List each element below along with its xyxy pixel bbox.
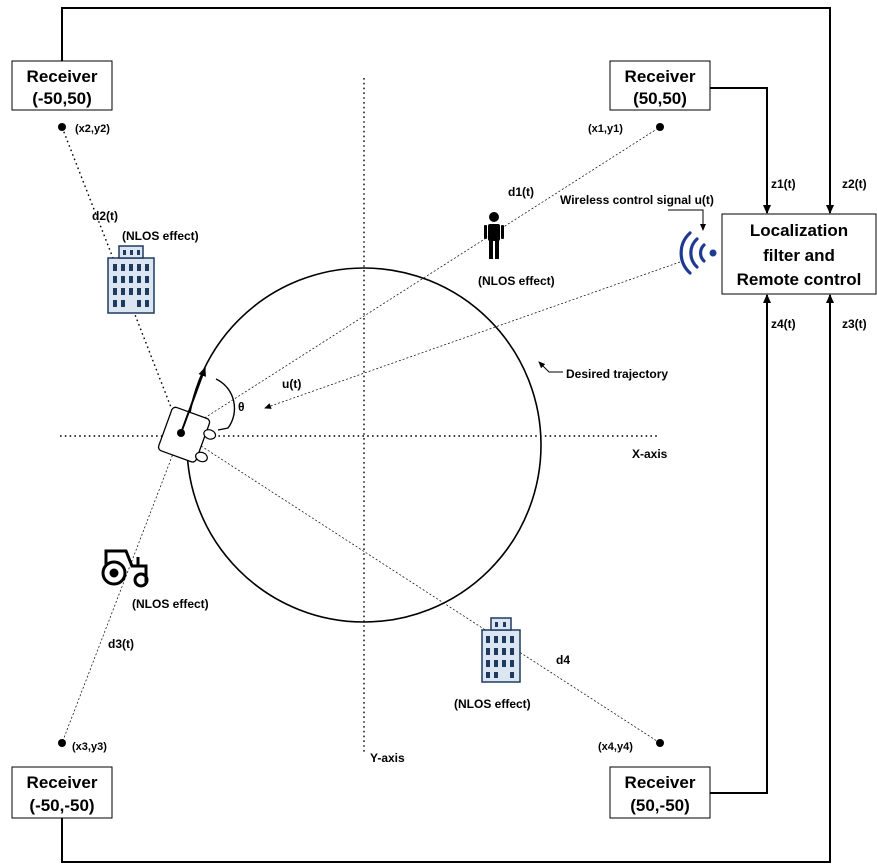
point-label-x3y3: (x3,y3) [72,741,107,753]
d3-label: d3(t) [108,637,134,651]
control-input-label: u(t) [282,377,301,391]
u-signal-line [265,262,680,408]
point-label-x2y2: (x2,y2) [75,123,110,135]
wire-bottom-right-receiver [710,295,767,793]
svg-text:(50,50): (50,50) [633,89,687,108]
d1-line [181,127,660,433]
building-icon [482,618,520,682]
receiver-point-x1y1 [656,123,664,131]
d2-label: d2(t) [92,209,118,223]
z4-label: z4(t) [771,317,796,331]
receiver-point-x3y3 [58,739,66,747]
point-label-x1y1: (x1,y1) [588,123,623,135]
z3-label: z3(t) [842,317,867,331]
z2-label: z2(t) [842,177,867,191]
d4-line [181,433,660,743]
wireless-signal-icon [681,233,716,273]
x-axis-label: X-axis [632,447,668,461]
wireless-signal-label: Wireless control signal u(t) [560,193,714,207]
point-label-x4y4: (x4,y4) [598,741,633,753]
receiver-point-x2y2 [58,123,66,131]
localization-control-box: Localization filter and Remote control [722,214,876,294]
svg-text:(50,-50): (50,-50) [630,796,690,815]
nlos-label-building-bottom: (NLOS effect) [454,697,531,711]
nlos-label-tractor: (NLOS effect) [132,597,209,611]
y-axis-label: Y-axis [370,751,405,765]
d3-line [62,433,181,743]
wireless-pointer [668,210,703,230]
desired-trajectory-label: Desired trajectory [566,367,668,381]
tractor-icon [103,551,147,586]
receiver-box-bottom-right: Receiver (50,-50) [610,767,710,818]
svg-text:(-50,-50): (-50,-50) [29,796,94,815]
svg-text:Receiver: Receiver [625,773,696,792]
d4-label: d4 [556,653,570,667]
robot-vehicle-icon [157,406,220,466]
receiver-box-top-right: Receiver (50,50) [610,61,710,110]
svg-text:Localization: Localization [750,221,848,240]
receiver-point-x4y4 [656,739,664,747]
z1-label: z1(t) [771,177,796,191]
person-icon [484,212,504,259]
receiver-box-top-left: Receiver (-50,50) [12,61,112,110]
theta-label: θ [238,400,245,414]
trajectory-pointer [539,362,563,372]
svg-text:(-50,50): (-50,50) [32,89,92,108]
receiver-box-bottom-left: Receiver (-50,-50) [12,767,112,818]
nlos-label-person: (NLOS effect) [478,274,555,288]
svg-text:Remote control: Remote control [737,270,862,289]
wire-bottom-left-receiver [62,295,830,862]
svg-text:Receiver: Receiver [27,773,98,792]
svg-text:Receiver: Receiver [27,67,98,86]
building-icon [108,246,154,313]
nlos-label-building-top: (NLOS effect) [122,229,199,243]
svg-text:filter and: filter and [763,246,835,265]
d1-label: d1(t) [508,185,534,199]
wire-top-right-receiver [710,88,767,213]
wire-top-left-receiver [62,8,830,213]
svg-text:Receiver: Receiver [625,67,696,86]
